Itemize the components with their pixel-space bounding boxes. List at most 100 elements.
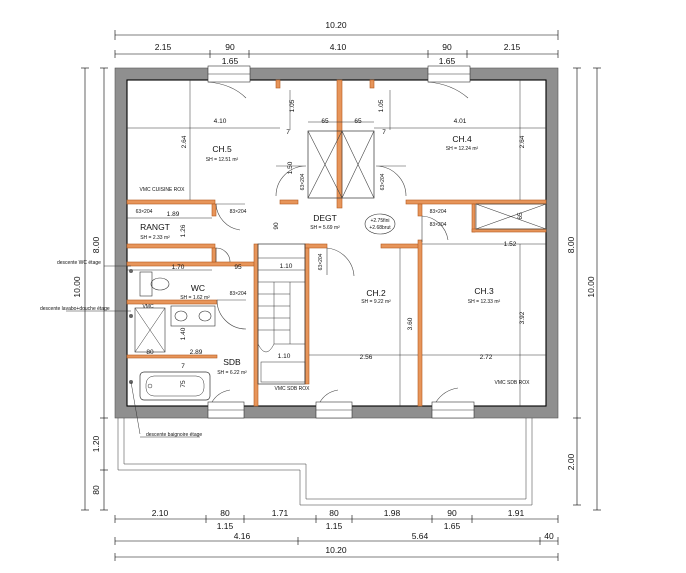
partition: [471, 228, 547, 233]
outer-walls: [114, 65, 559, 419]
notes: descente WC étage descente lavabo+douche…: [40, 260, 202, 438]
dim-90: 90: [273, 222, 280, 230]
room-rangt-h: 1.26: [180, 224, 187, 237]
dim-7-a: 7: [286, 129, 290, 136]
dim-closet-65: 65: [517, 212, 524, 220]
room-ch2-area: SH = 9.22 m²: [361, 299, 391, 305]
vanity: [170, 305, 216, 327]
top-seg-4: 90: [442, 42, 452, 52]
fixtures: [129, 269, 216, 401]
door-ch2: [326, 247, 355, 277]
wc-bowl: [150, 277, 170, 291]
bathtub-inner: [145, 375, 205, 397]
room-ch3-w: 2.72: [480, 354, 493, 361]
room-wc-area: SH = 1.62 m²: [180, 295, 210, 301]
opening-tag: 63×204: [318, 253, 324, 270]
bottom-opening-1: 1.15: [217, 521, 234, 531]
partition: [304, 243, 310, 385]
room-sdb-d: 80: [146, 349, 154, 356]
sink: [198, 310, 212, 322]
bottom-dimensions: 2.10 80 1.71 80 1.98 90 1.91 1.15 1.15 1…: [114, 508, 559, 561]
opening-tag: 83×204: [230, 291, 247, 297]
room-sdb-name: SDB: [223, 357, 241, 367]
opening-tag: 83×204: [430, 209, 447, 215]
partition: [279, 199, 299, 205]
door-ch4: [375, 165, 407, 197]
window-swing: [319, 389, 339, 403]
opening-tag: 63×204: [136, 209, 153, 215]
note-descente-wc: descente WC étage: [57, 260, 101, 266]
top-window-1: 1.65: [222, 56, 239, 66]
partition: [126, 243, 216, 249]
terrace-outline: [117, 418, 533, 506]
partition: [417, 203, 423, 217]
level-fini: +2.75fini: [370, 218, 389, 224]
opening-tag: 63×204: [380, 173, 386, 190]
staircase: [257, 243, 306, 385]
stair-turn: [257, 343, 275, 353]
room-labels: CH.5 SH = 12.51 m² 4.10 2.64 CH.4 SH = 1…: [140, 118, 526, 376]
partition: [417, 239, 423, 407]
doors: [215, 165, 449, 330]
top-seg-5: 2.15: [504, 42, 521, 52]
door-wc: [216, 299, 247, 330]
wc-cistern: [139, 271, 153, 297]
bottom-partial-1: 4.16: [234, 531, 251, 541]
top-window-2: 1.65: [439, 56, 456, 66]
room-ch5-w: 4.10: [214, 118, 227, 125]
room-ch2-h: 3.60: [407, 317, 414, 330]
dim-7-b: 7: [382, 129, 386, 136]
door-ch5: [215, 203, 245, 231]
left-lower-a: 1.20: [91, 435, 101, 452]
room-ch5-h: 2.64: [181, 135, 188, 148]
partition: [211, 203, 217, 217]
room-degt-name: DEGT: [313, 213, 337, 223]
note-descente-baignoire: descente baignoire étage: [146, 432, 202, 438]
dim-150: 1.50: [287, 161, 294, 174]
door-ch5-b: [275, 165, 307, 197]
room-sdb-area: SH = 6.22 m²: [217, 370, 247, 376]
stair-landing: [260, 361, 306, 383]
partition: [405, 199, 547, 205]
vmc-ch5: VMC CUISINE ROX: [139, 187, 185, 193]
room-sdb-w: 2.89: [190, 349, 203, 356]
bottom-partial-3: 40: [544, 531, 554, 541]
inner-dimensions: 1.05 1.05 65 65 7 7 1.50 90 1.10 1.10 1.…: [180, 99, 524, 387]
right-lower-label: 2.00: [566, 453, 576, 470]
pipe-lavabo: [129, 314, 133, 318]
right-dimensions: 8.00 10.00 2.00: [566, 67, 601, 511]
leader-lines: [66, 265, 200, 438]
partition: [211, 247, 217, 263]
bottom-seg-3: 1.71: [272, 508, 289, 518]
bottom-seg-4: 80: [329, 508, 339, 518]
dim-65-a: 65: [321, 118, 329, 125]
room-ch2-name: CH.2: [366, 288, 386, 298]
top-seg-1: 2.15: [155, 42, 172, 52]
top-overall-label: 10.20: [325, 20, 347, 30]
dim-65-b: 65: [354, 118, 362, 125]
dim-stair-bottom: 1.10: [278, 353, 291, 360]
dim-105-b: 1.05: [378, 99, 385, 112]
top-seg-3: 4.10: [330, 42, 347, 52]
room-ch5-name: CH.5: [212, 144, 232, 154]
partition: [253, 243, 259, 407]
door-ch3: [421, 215, 449, 242]
opening-tag: 83×204: [430, 222, 447, 228]
partition: [275, 79, 281, 89]
partitions: [126, 79, 547, 407]
closet-hatch: [475, 203, 547, 230]
shower-x: [134, 307, 166, 353]
room-rangt-name: RANGT: [140, 222, 170, 232]
room-ch3-h: 3.92: [519, 311, 526, 324]
left-overall-label: 10.00: [72, 276, 82, 298]
window-swing: [435, 387, 459, 403]
partition: [369, 79, 375, 89]
room-ch3-name: CH.3: [474, 286, 494, 296]
stair-well: [257, 243, 306, 385]
window-swing: [211, 389, 231, 403]
bottom-partial-2: 5.64: [412, 531, 429, 541]
note-descente-lavabo: descente lavabo+douche étage: [40, 306, 110, 312]
room-ch4-area: SH = 12.24 m²: [446, 146, 479, 152]
window-swing: [427, 81, 469, 99]
room-ch4-h: 2.64: [519, 135, 526, 148]
